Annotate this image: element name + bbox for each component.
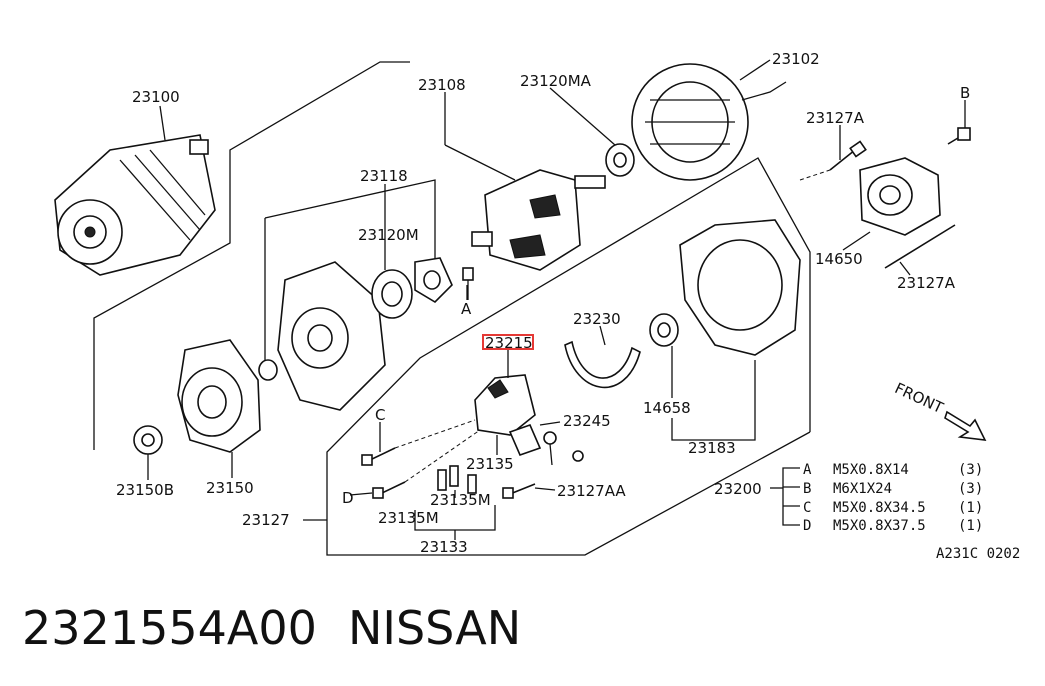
spec-letter: B [803,481,811,497]
label-23127a-top[interactable]: 23127A [806,109,865,127]
label-14650[interactable]: 14650 [815,250,863,268]
spec-size: M6X1X24 [833,481,892,497]
rear-cover[interactable] [859,157,941,236]
voltage-regulator[interactable] [474,374,536,436]
label-23102[interactable]: 23102 [772,50,820,68]
label-23108[interactable]: 23108 [418,76,466,94]
label-23127a-right[interactable]: 23127A [897,274,956,292]
part-number: 2321554A00 [22,601,317,655]
rear-housing[interactable] [679,219,801,356]
screw-23127aa[interactable] [502,483,536,499]
label-c[interactable]: C [375,406,385,424]
label-23200[interactable]: 23200 [714,480,762,498]
label-23135m-a[interactable]: 23135M [430,491,491,509]
spec-qty: (1) [958,518,983,534]
screw-a[interactable] [462,267,474,300]
label-a-mid[interactable]: A [461,300,472,318]
label-23215[interactable]: 23215 [485,334,533,352]
screw-c[interactable] [361,447,396,466]
spec-size: M5X0.8X34.5 [833,500,926,516]
diagram-code: A231C 0202 [936,546,1020,562]
spec-letter: A [803,462,812,478]
label-23120ma[interactable]: 23120MA [520,72,592,90]
leader-lines [147,59,966,540]
label-23118[interactable]: 23118 [360,167,408,185]
screw-d[interactable] [372,481,406,499]
exploded-parts-diagram: FRONT 23100 23108 23120MA 23102 B 23127A… [54,50,1020,562]
brand-name: NISSAN [348,601,522,655]
pulley-fan[interactable] [177,339,278,453]
label-23135[interactable]: 23135 [466,455,514,473]
frame-lines [93,61,811,556]
highlight-box [482,334,534,350]
label-14658[interactable]: 14658 [643,399,691,417]
label-23150b[interactable]: 23150B [116,481,174,499]
label-23120m[interactable]: 23120M [358,226,419,244]
front-housing[interactable] [277,261,386,411]
bolt-spec-table: A M5X0.8X14 (3) B M6X1X24 (3) C M5X0.8X3… [803,462,983,534]
spec-letter: D [803,518,811,534]
label-b-top[interactable]: B [960,84,970,102]
bearing-14658[interactable] [649,313,679,347]
rotor[interactable] [471,169,606,271]
label-23127aa[interactable]: 23127AA [557,482,626,500]
spec-size: M5X0.8X37.5 [833,518,926,534]
label-23100[interactable]: 23100 [132,88,180,106]
alternator-assembly[interactable] [54,134,216,276]
label-d[interactable]: D [342,489,354,507]
part-labels: 23100 23108 23120MA 23102 B 23127A 23118… [116,50,970,556]
front-label: FRONT [892,379,947,417]
front-arrow-icon [944,410,987,441]
stator[interactable] [631,63,787,181]
spec-letter: C [803,500,811,516]
label-23135m-b[interactable]: 23135M [378,509,439,527]
bearing-rear[interactable] [605,143,635,177]
spec-qty: (1) [958,500,983,516]
label-23230[interactable]: 23230 [573,310,621,328]
rectifier[interactable] [564,340,641,389]
through-bolt-top[interactable] [829,140,867,171]
label-23150[interactable]: 23150 [206,479,254,497]
bearing-front[interactable] [371,269,413,319]
spec-qty: (3) [958,462,983,478]
brush-set[interactable] [437,465,477,494]
spec-qty: (3) [958,481,983,497]
spec-size: M5X0.8X14 [833,462,909,478]
dashed-leaders [394,169,831,483]
through-bolt-right[interactable] [884,224,956,269]
retainer-plate[interactable] [414,257,453,304]
label-23127[interactable]: 23127 [242,511,290,529]
pulley-nut[interactable] [133,425,163,455]
brush-holder[interactable] [508,423,584,466]
bolt-b[interactable] [947,127,971,145]
label-23245[interactable]: 23245 [563,412,611,430]
label-23133[interactable]: 23133 [420,538,468,556]
label-23183[interactable]: 23183 [688,439,736,457]
